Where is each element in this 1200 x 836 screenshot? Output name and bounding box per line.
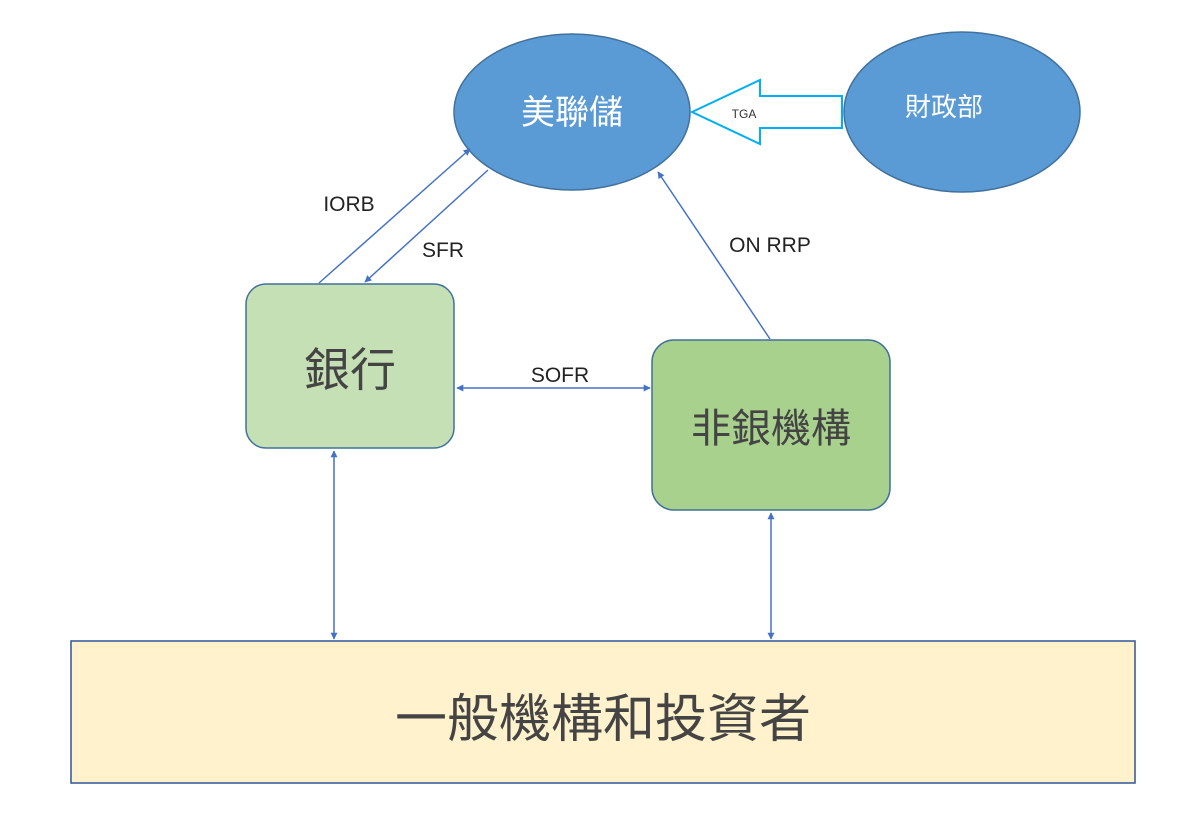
tga-arrow-shape <box>689 78 843 146</box>
investors-label: 一般機構和投資者 <box>395 690 811 750</box>
iorb-arrow <box>318 148 471 284</box>
bank-node[interactable]: 銀行 <box>245 283 455 449</box>
tga-arrow: TGA <box>689 78 843 146</box>
sfr-arrow <box>364 169 489 283</box>
nonbank-label: 非銀機構 <box>691 406 851 452</box>
sfr-label: SFR <box>422 239 464 262</box>
treasury-node[interactable]: 財政部 <box>843 31 1081 193</box>
fed-node[interactable]: 美聯儲 <box>453 33 691 191</box>
tga-label: TGA <box>732 107 757 121</box>
treasury-shape <box>843 31 1081 193</box>
nonbank-node[interactable]: 非銀機構 <box>651 339 891 511</box>
sofr-label: SOFR <box>531 364 589 387</box>
investors-node[interactable]: 一般機構和投資者 <box>70 640 1136 784</box>
investors-shape <box>70 640 1136 784</box>
treasury-label: 財政部 <box>905 93 983 123</box>
iorb-label: IORB <box>323 193 374 216</box>
fed-label: 美聯儲 <box>521 93 623 133</box>
connectors <box>318 148 775 640</box>
on-rrp-arrow <box>657 171 771 340</box>
on-rrp-label: ON RRP <box>729 234 811 257</box>
bank-label: 銀行 <box>304 343 396 397</box>
nonbank-shape <box>651 339 891 511</box>
bank-shape <box>245 283 455 449</box>
